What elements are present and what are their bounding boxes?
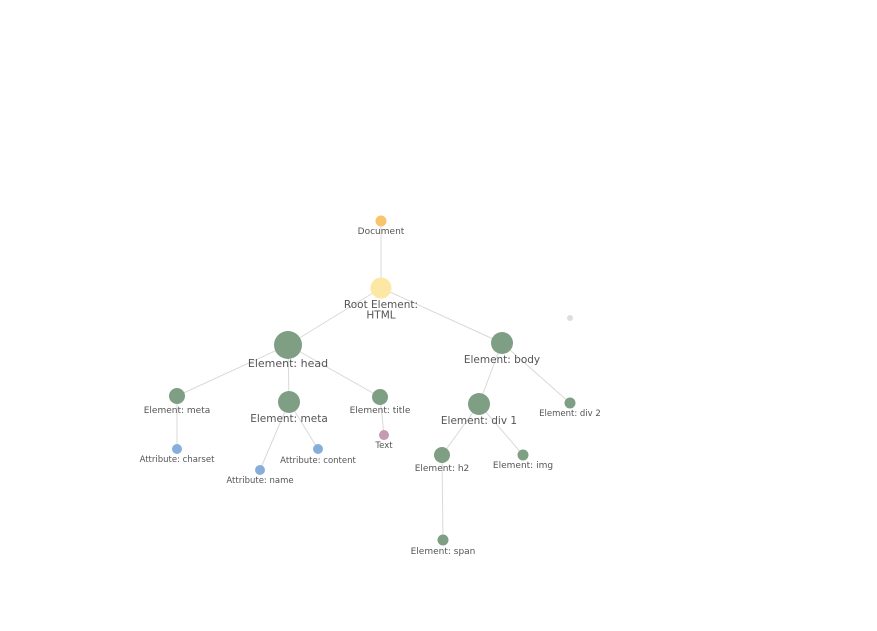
edge-body-to-div2 [501, 342, 571, 404]
node-document[interactable]: Document [358, 215, 405, 238]
edge-div1-to-img [478, 403, 524, 456]
node-label-charset: Attribute: charset [140, 455, 216, 465]
node-label-img: Element: img [493, 461, 553, 471]
node-circle-html[interactable] [370, 277, 392, 299]
edge-html-to-body [380, 287, 503, 344]
node-label-document: Document [358, 227, 405, 237]
graph-edges [176, 221, 571, 541]
node-img[interactable]: Element: img [493, 449, 553, 472]
node-circle-head[interactable] [274, 331, 302, 359]
node-circle-attr-name[interactable] [255, 465, 265, 475]
node-label-body: Element: body [464, 354, 540, 366]
node-circle-text[interactable] [379, 430, 389, 440]
node-circle-document[interactable] [375, 215, 387, 227]
node-circle-body[interactable] [491, 332, 513, 354]
node-circle-stray[interactable] [567, 315, 573, 321]
node-label-div1: Element: div 1 [441, 415, 517, 427]
edge-meta2-to-attr-name [259, 401, 290, 471]
node-stray[interactable] [567, 315, 573, 321]
node-charset[interactable]: Attribute: charset [140, 444, 216, 465]
node-label-div2: Element: div 2 [539, 409, 601, 419]
node-content[interactable]: Attribute: content [280, 444, 356, 466]
node-h2[interactable]: Element: h2 [415, 447, 470, 474]
node-circle-meta1[interactable] [169, 388, 185, 404]
node-head[interactable]: Element: head [248, 331, 328, 370]
node-label-h2: Element: h2 [415, 464, 470, 474]
node-div2[interactable]: Element: div 2 [539, 397, 601, 420]
node-label-title: Element: title [350, 406, 411, 416]
edge-head-to-title [287, 344, 381, 398]
node-label-head: Element: head [248, 357, 328, 370]
edge-h2-to-span [441, 454, 444, 541]
edge-html-to-head [287, 287, 382, 346]
node-html[interactable]: Root Element:HTML [344, 277, 418, 322]
node-circle-span[interactable] [437, 534, 449, 546]
node-circle-meta2[interactable] [278, 391, 300, 413]
node-circle-div2[interactable] [564, 397, 576, 409]
node-meta2[interactable]: Element: meta [250, 391, 328, 425]
node-label-attr-name: Attribute: name [226, 476, 293, 486]
node-div1[interactable]: Element: div 1 [441, 393, 517, 427]
node-span[interactable]: Element: span [411, 534, 476, 558]
node-circle-title[interactable] [372, 389, 388, 405]
node-attr-name[interactable]: Attribute: name [226, 465, 294, 486]
node-body[interactable]: Element: body [464, 332, 540, 366]
node-label-meta2: Element: meta [250, 413, 328, 425]
node-label-meta1: Element: meta [144, 406, 211, 416]
node-text[interactable]: Text [374, 430, 393, 451]
node-meta1[interactable]: Element: meta [144, 388, 211, 416]
node-label-content: Attribute: content [280, 456, 356, 466]
node-title[interactable]: Element: title [350, 389, 411, 416]
node-label-text: Text [374, 441, 393, 451]
node-label-html: Root Element:HTML [344, 299, 418, 322]
node-circle-h2[interactable] [434, 447, 450, 463]
edge-head-to-meta1 [176, 344, 289, 397]
node-circle-img[interactable] [517, 449, 529, 461]
node-circle-div1[interactable] [468, 393, 490, 415]
node-label-span: Element: span [411, 547, 476, 557]
node-circle-content[interactable] [313, 444, 323, 454]
node-circle-charset[interactable] [172, 444, 182, 454]
